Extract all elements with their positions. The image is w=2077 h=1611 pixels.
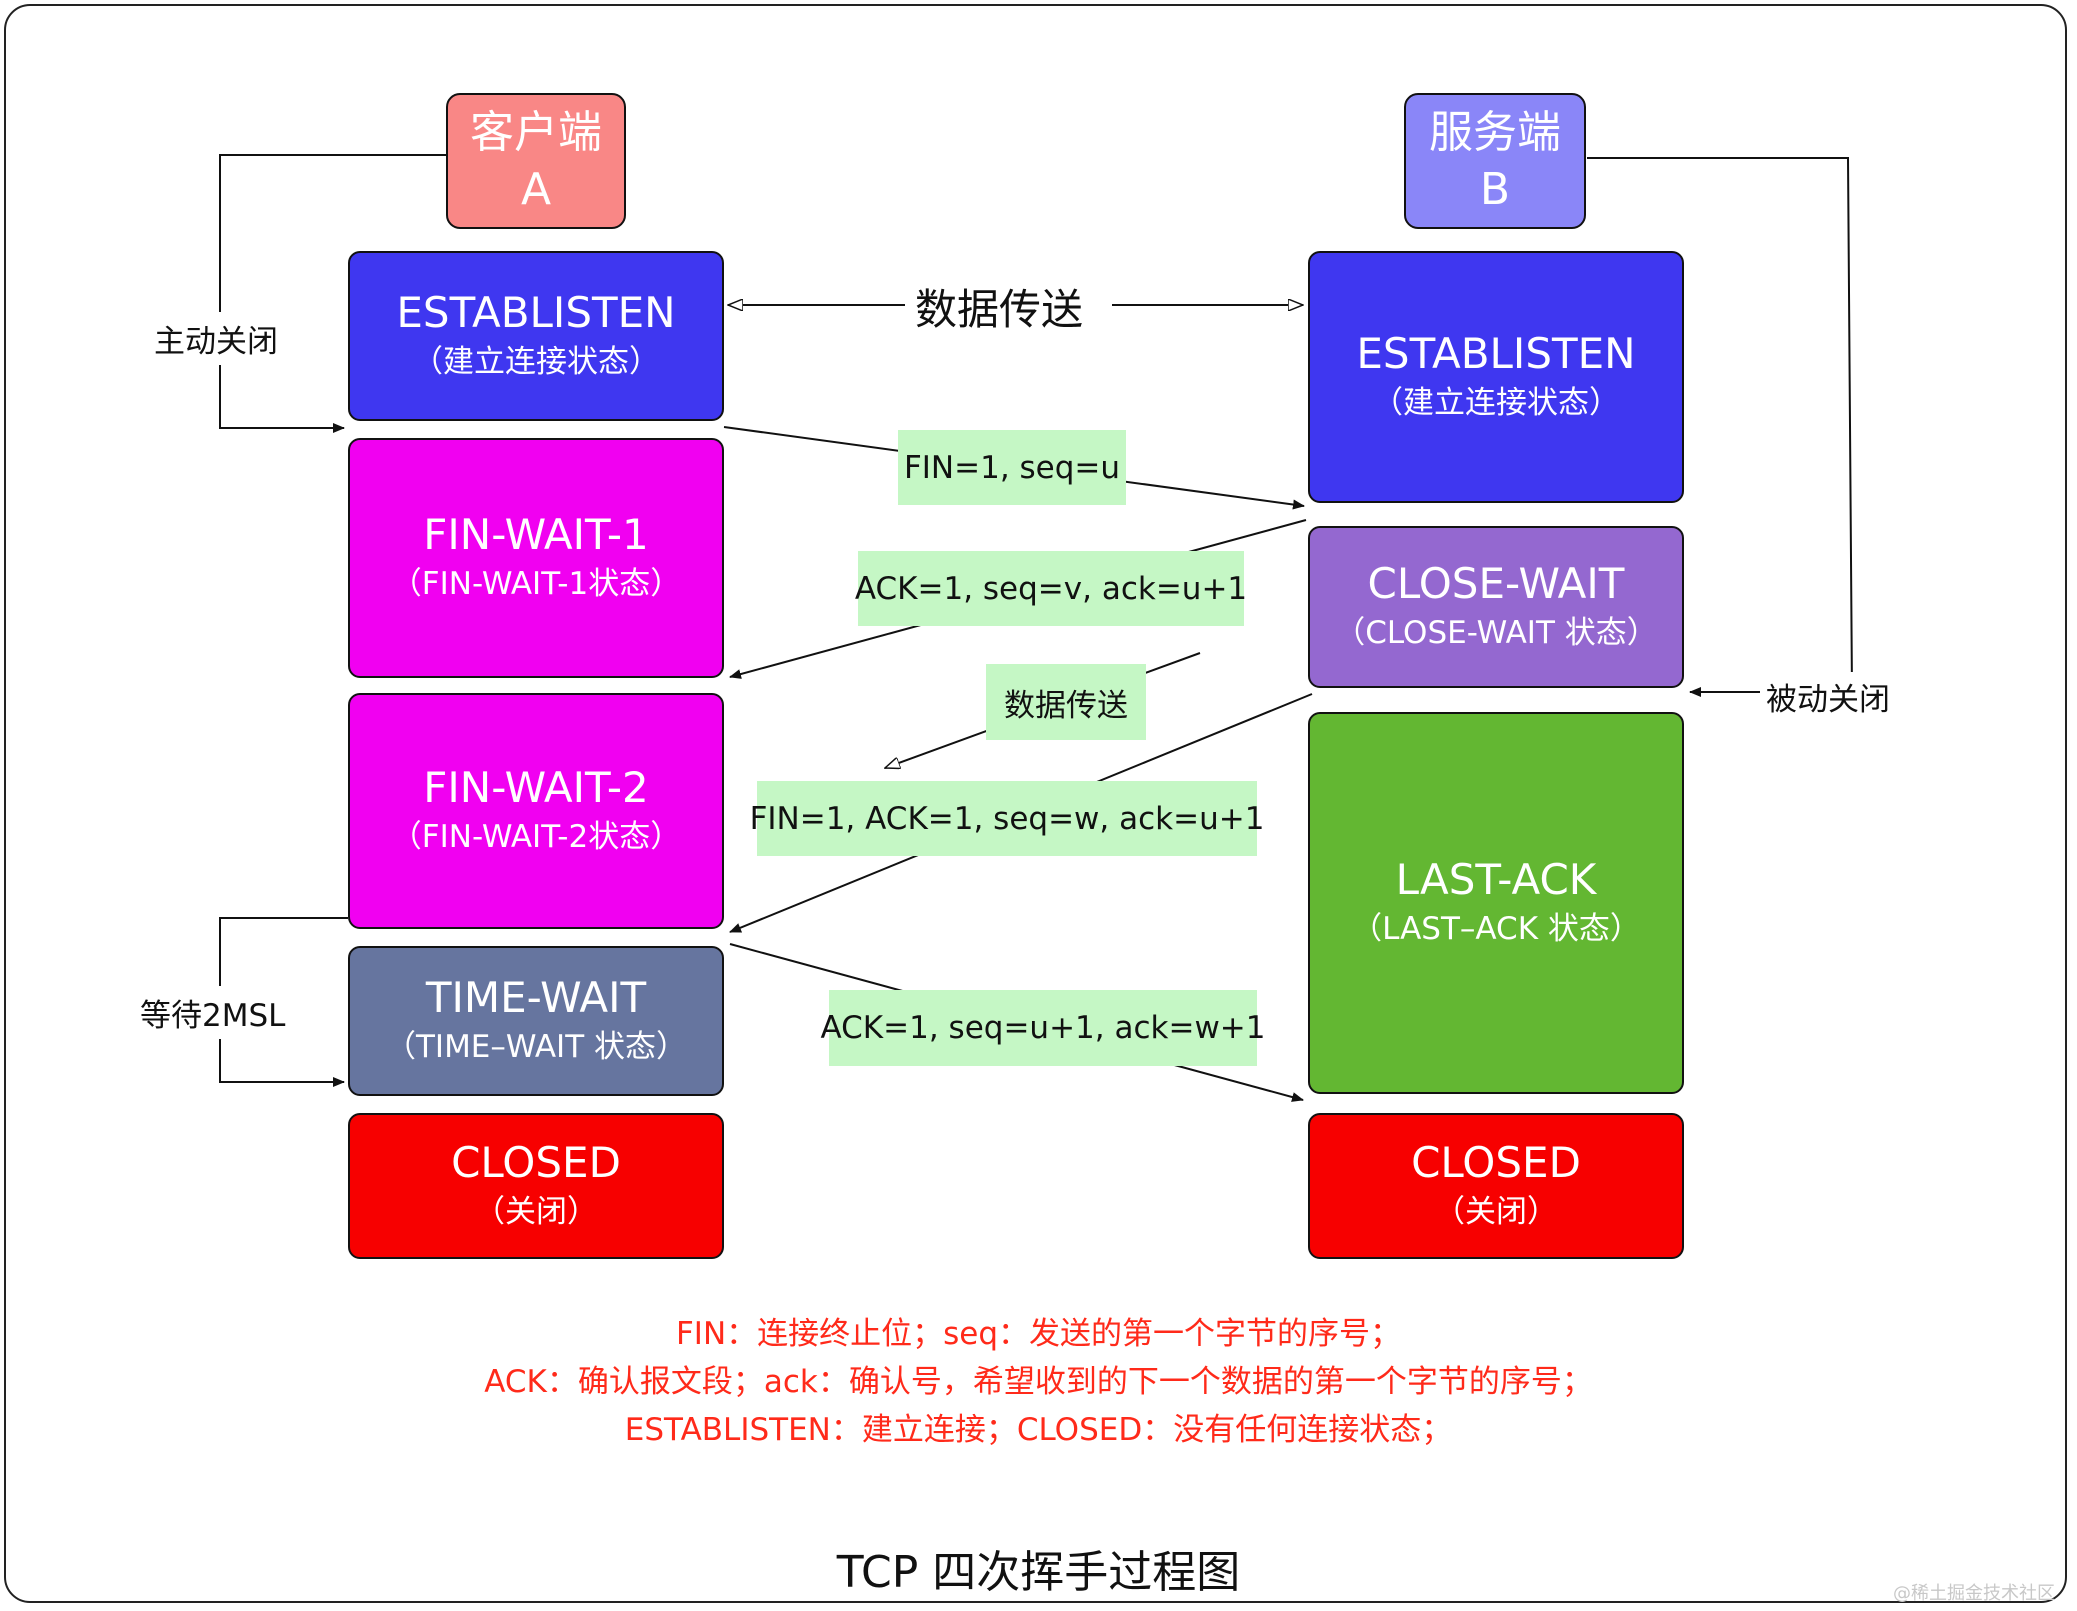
client-title: 客户端 (470, 106, 602, 158)
state-name: CLOSED (451, 1137, 621, 1187)
fin1-label: FIN=1, seq=u (898, 430, 1126, 505)
server-state-closed: CLOSED （关闭） (1308, 1113, 1684, 1259)
server-state-close-wait: CLOSE-WAIT （CLOSE-WAIT 状态） (1308, 526, 1684, 688)
state-desc: （FIN-WAIT-1状态） (390, 566, 682, 603)
state-name: ESTABLISTEN (1356, 328, 1636, 378)
legend-line-2: ACK：确认报文段；ack：确认号，希望收到的下一个数据的第一个字节的序号； (484, 1364, 1593, 1400)
server-title: 服务端 (1429, 106, 1561, 158)
client-state-time-wait: TIME-WAIT （TIME–WAIT 状态） (348, 946, 724, 1096)
server-state-established: ESTABLISTEN （建立连接状态） (1308, 251, 1684, 503)
client-state-established: ESTABLISTEN （建立连接状态） (348, 251, 724, 421)
server-state-last-ack: LAST-ACK （LAST–ACK 状态） (1308, 712, 1684, 1094)
active-close-label: 主动关闭 (152, 312, 280, 365)
watermark: @稀土掘金技术社区 (1893, 1583, 2055, 1604)
passive-close-label: 被动关闭 (1760, 672, 1896, 721)
client-state-closed: CLOSED （关闭） (348, 1113, 724, 1259)
state-name: CLOSED (1411, 1137, 1581, 1187)
server-header: 服务端 B (1404, 93, 1586, 229)
data-transfer-mid-label: 数据传送 (986, 664, 1146, 740)
ack2-label: ACK=1, seq=u+1, ack=w+1 (821, 990, 1266, 1066)
diagram-caption: TCP 四次挥手过程图 (836, 1547, 1241, 1598)
data-transfer-top-label: 数据传送 (905, 276, 1094, 337)
state-name: FIN-WAIT-1 (423, 509, 649, 559)
client-sub: A (520, 164, 552, 215)
wait-2msl-label: 等待2MSL (138, 986, 288, 1039)
legend-line-1: FIN：连接终止位；seq：发送的第一个字节的序号； (675, 1316, 1402, 1352)
server-sub: B (1479, 164, 1511, 215)
state-name: ESTABLISTEN (396, 287, 676, 337)
state-desc: （建立连接状态） (412, 344, 660, 381)
state-name: FIN-WAIT-2 (423, 762, 649, 812)
state-desc: （LAST–ACK 状态） (1351, 911, 1641, 948)
state-name: CLOSE-WAIT (1367, 558, 1625, 608)
fin2-label: FIN=1, ACK=1, seq=w, ack=u+1 (750, 781, 1264, 856)
state-name: LAST-ACK (1395, 854, 1597, 904)
state-desc: （TIME–WAIT 状态） (384, 1029, 687, 1066)
client-state-fin-wait-1: FIN-WAIT-1 （FIN-WAIT-1状态） (348, 438, 724, 678)
state-name: TIME-WAIT (425, 972, 647, 1022)
client-header: 客户端 A (446, 93, 626, 229)
active-close-connector (219, 154, 446, 433)
client-state-fin-wait-2: FIN-WAIT-2 （FIN-WAIT-2状态） (348, 693, 724, 929)
legend: FIN：连接终止位；seq：发送的第一个字节的序号； ACK：确认报文段；ack… (0, 1310, 2077, 1454)
diagram-frame (4, 4, 2067, 1603)
ack1-label: ACK=1, seq=v, ack=u+1 (855, 551, 1247, 626)
legend-line-3: ESTABLISTEN：建立连接；CLOSED：没有任何连接状态； (624, 1412, 1453, 1448)
state-desc: （关闭） (1434, 1194, 1558, 1231)
state-desc: （关闭） (474, 1194, 598, 1231)
state-desc: （建立连接状态） (1372, 385, 1620, 422)
state-desc: （FIN-WAIT-2状态） (390, 819, 682, 856)
state-desc: （CLOSE-WAIT 状态） (1334, 615, 1658, 652)
